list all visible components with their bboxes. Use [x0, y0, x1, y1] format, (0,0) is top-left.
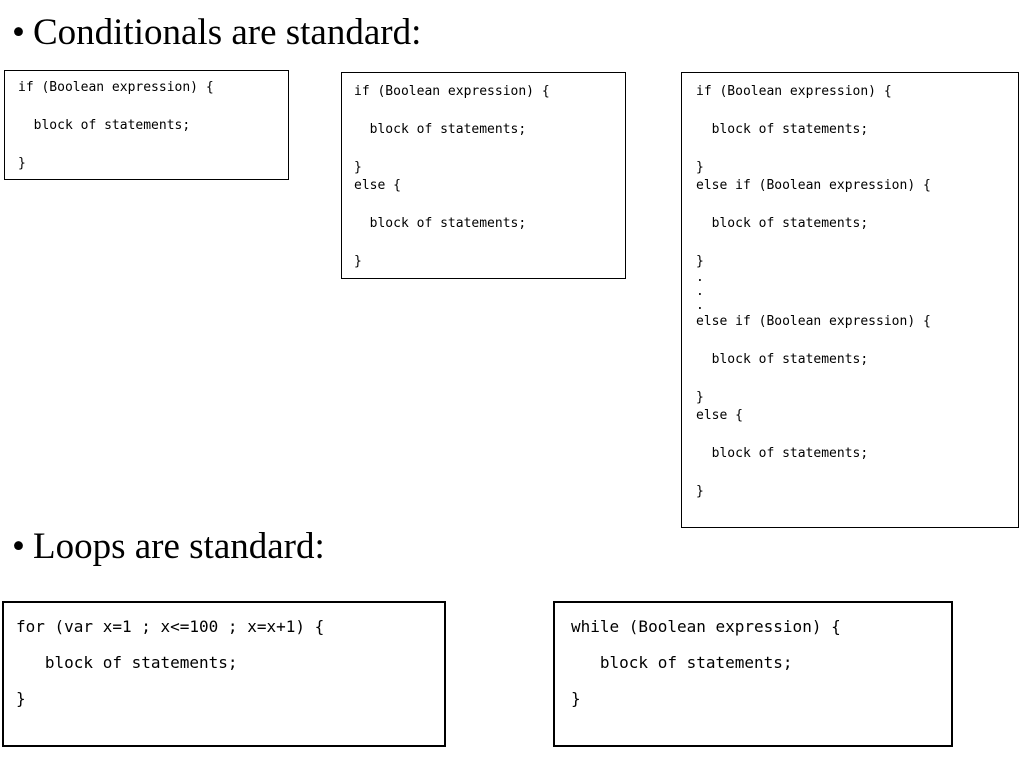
code-line: }: [696, 254, 704, 269]
code-line: block of statements;: [696, 122, 869, 137]
code-line: else if (Boolean expression) {: [696, 178, 931, 193]
code-line: block of statements;: [16, 653, 238, 672]
code-line: else if (Boolean expression) {: [696, 314, 931, 329]
code-line: }: [16, 689, 26, 708]
ellipsis-dot: .: [696, 298, 704, 313]
code-line: for (var x=1 ; x<=100 ; x=x+1) {: [16, 617, 325, 636]
code-line: }: [571, 689, 581, 708]
code-line: }: [18, 156, 26, 171]
code-line: while (Boolean expression) {: [571, 617, 841, 636]
bullet: •: [12, 12, 25, 53]
bullet: •: [12, 526, 25, 567]
code-line: }: [354, 254, 362, 269]
conditionals-heading-text: Conditionals are standard:: [32, 12, 422, 53]
code-line: block of statements;: [696, 446, 869, 461]
conditionals-heading: •Conditionals are standard:: [12, 14, 421, 51]
code-line: block of statements;: [18, 118, 191, 133]
loops-heading-text: Loops are standard:: [32, 526, 325, 567]
code-line: }: [696, 160, 704, 175]
code-line: }: [354, 160, 362, 175]
code-line: else {: [354, 178, 401, 193]
code-line: if (Boolean expression) {: [696, 84, 892, 99]
code-line: block of statements;: [354, 216, 527, 231]
code-line: }: [696, 390, 704, 405]
for-loop-code-box: for (var x=1 ; x<=100 ; x=x+1) { block o…: [2, 601, 446, 747]
if-elseif-code-box: if (Boolean expression) { block of state…: [681, 72, 1019, 528]
loops-heading: •Loops are standard:: [12, 528, 325, 565]
if-code-box: if (Boolean expression) { block of state…: [4, 70, 289, 180]
ellipsis-dot: .: [696, 270, 704, 285]
code-line: if (Boolean expression) {: [354, 84, 550, 99]
code-line: }: [696, 484, 704, 499]
ellipsis-dot: .: [696, 284, 704, 299]
code-line: else {: [696, 408, 743, 423]
code-line: block of statements;: [571, 653, 793, 672]
code-line: block of statements;: [696, 352, 869, 367]
while-loop-code-box: while (Boolean expression) { block of st…: [553, 601, 953, 747]
code-line: block of statements;: [696, 216, 869, 231]
code-line: if (Boolean expression) {: [18, 80, 214, 95]
code-line: block of statements;: [354, 122, 527, 137]
if-else-code-box: if (Boolean expression) { block of state…: [341, 72, 626, 279]
